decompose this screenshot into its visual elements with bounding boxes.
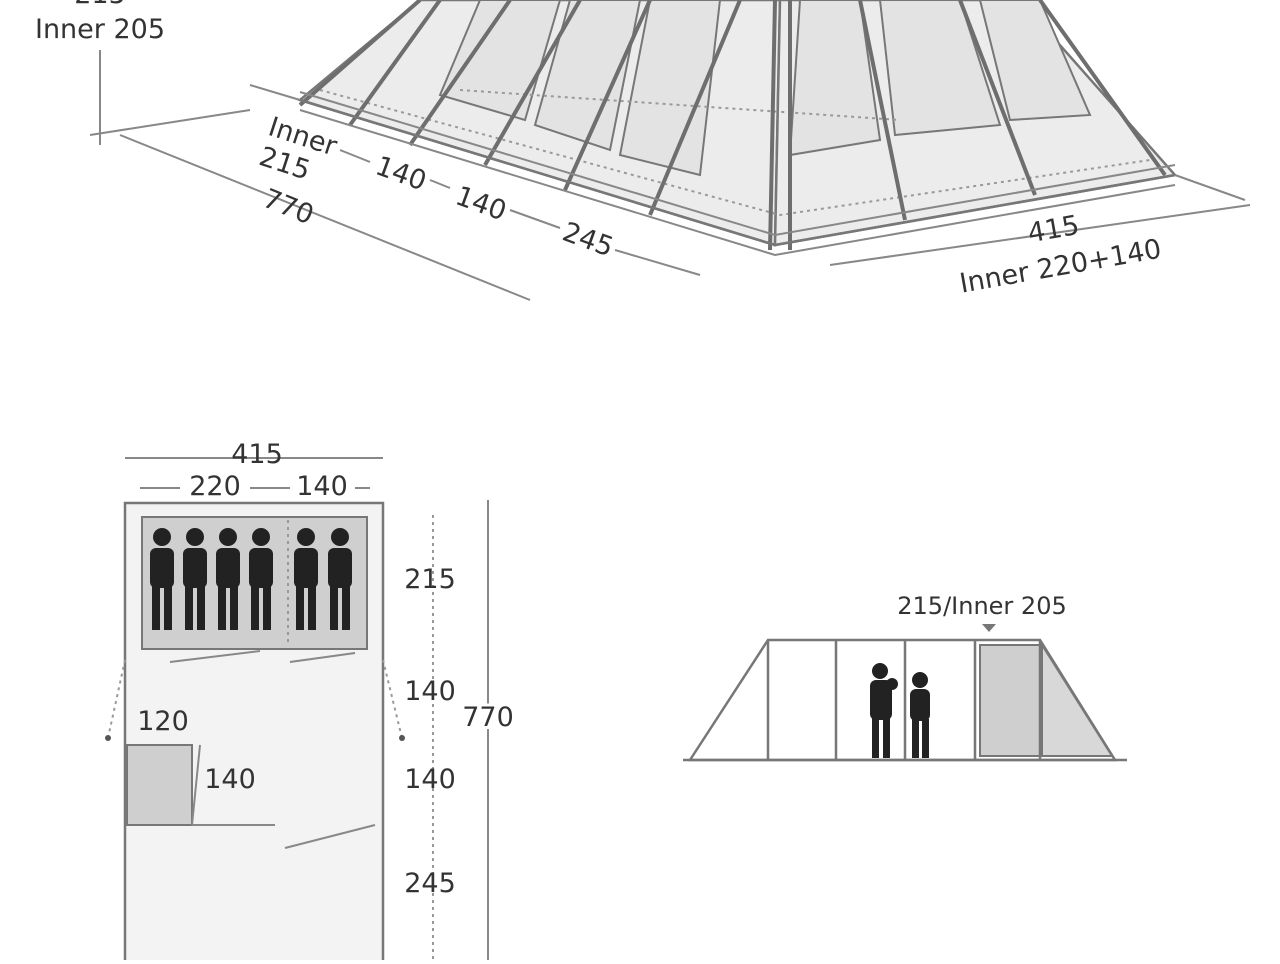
- depth-section-2: 140: [404, 764, 456, 795]
- depth-porch: 245: [404, 868, 456, 899]
- side-room-width: 120: [137, 706, 189, 737]
- plan-width-left: 220: [189, 471, 241, 502]
- side-elevation-view: 215/Inner 205: [683, 592, 1127, 762]
- length-total: 770: [462, 702, 514, 733]
- depth-section-1: 140: [404, 676, 456, 707]
- side-height-label: 215/Inner 205: [897, 592, 1066, 620]
- dim-140-second: 140: [451, 181, 510, 228]
- dim-770-perspective: 770: [258, 183, 317, 231]
- floor-plan-view: 415 220 140 120 140: [105, 439, 517, 964]
- perspective-tent-view: 215 Inner 205 Inner 215 140 140 245 770 …: [35, 0, 1251, 301]
- sleeping-figures: [150, 528, 352, 630]
- height-label-inner: Inner 205: [35, 14, 165, 45]
- height-label-outer: 215: [74, 0, 126, 10]
- dim-140-first: 140: [371, 151, 430, 198]
- dim-245: 245: [558, 217, 617, 264]
- standing-figures: [870, 663, 930, 758]
- side-room-depth: 140: [204, 764, 256, 795]
- plan-width-total: 415: [231, 439, 283, 470]
- depth-bedroom: 215: [404, 564, 456, 595]
- dim-415-perspective: 415: [1025, 210, 1081, 249]
- plan-width-right: 140: [296, 471, 348, 502]
